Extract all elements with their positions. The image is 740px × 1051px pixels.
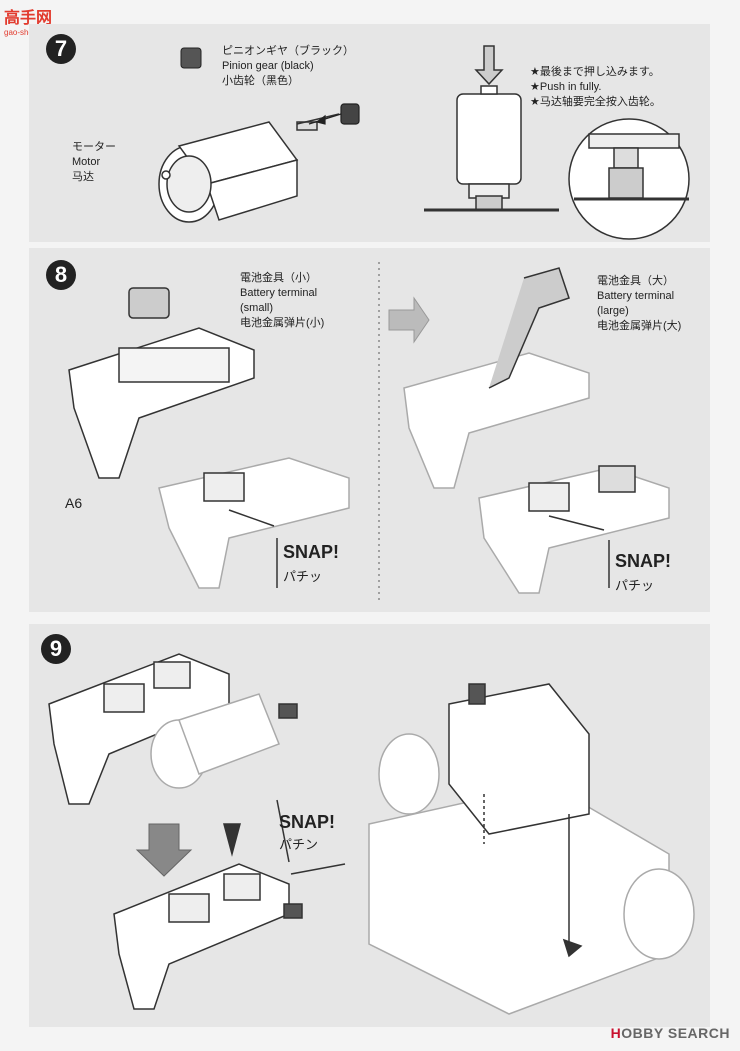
snap-sub-right: パチッ xyxy=(615,578,655,593)
assembly-top xyxy=(48,653,298,805)
step-9-panel: 9 xyxy=(29,624,710,1027)
battery-terminal-large-en1: Battery terminal xyxy=(597,290,675,302)
watermark-brand: 高手网 xyxy=(4,10,53,27)
motor-label-en: Motor xyxy=(72,156,101,168)
chassis-with-motor xyxy=(368,683,695,1015)
pinion-label-jp: ピニオンギヤ（ブラック） xyxy=(222,45,354,57)
pinion-label-en: Pinion gear (black) xyxy=(222,60,314,72)
snap-label-right: SNAP! xyxy=(615,551,672,571)
step-7-panel: 7 xyxy=(29,24,710,242)
chassis-left-top xyxy=(68,287,255,479)
battery-terminal-large-cn: 电池金属弹片(大) xyxy=(597,320,682,332)
battery-terminal-small-en2: (small) xyxy=(240,302,273,314)
battery-terminal-small-jp: 電池金具（小） xyxy=(240,272,317,284)
snap-sub-step9: パチン xyxy=(279,837,319,852)
push-in-diagram xyxy=(424,45,559,212)
battery-terminal-large-en2: (large) xyxy=(597,305,629,317)
hobbysearch-logo: HOBBY SEARCH xyxy=(611,1025,730,1041)
snap-label-left: SNAP! xyxy=(283,542,340,562)
snap-label-step9: SNAP! xyxy=(279,812,336,832)
snap-sub-left: パチッ xyxy=(283,569,323,584)
logo-text: OBBY SEARCH xyxy=(621,1025,730,1041)
chassis-left-bottom xyxy=(158,457,350,589)
step-number-8: 8 xyxy=(46,260,76,290)
pinion-gear-drawing xyxy=(308,103,360,125)
logo-mark: H xyxy=(610,1025,622,1041)
battery-terminal-small-cn: 电池金属弹片(小) xyxy=(240,317,325,329)
assembly-bottom xyxy=(113,823,303,1010)
step-number-7: 7 xyxy=(46,34,76,64)
note-cn: ★马达轴要完全按入齿轮。 xyxy=(530,96,661,108)
pinion-label-cn: 小齿轮（黑色） xyxy=(222,75,299,87)
battery-terminal-small-en1: Battery terminal xyxy=(240,287,318,299)
step-9-illustration xyxy=(48,653,695,1015)
note-en: ★Push in fully. xyxy=(530,81,602,93)
step-8-illustration xyxy=(68,262,670,604)
note-jp: ★最後まで押し込みます。 xyxy=(530,66,660,78)
detail-circle xyxy=(568,118,690,240)
motor-label-jp: モーター xyxy=(72,141,116,153)
pinion-gear-sample-drawing xyxy=(180,47,202,69)
step-7-illustration xyxy=(158,45,690,240)
step-8-panel: 8 電池金具（小） xyxy=(29,248,710,612)
step-number-9: 9 xyxy=(41,634,71,664)
chassis-right-bottom xyxy=(478,465,670,594)
chassis-right-top xyxy=(403,267,590,489)
motor-label-cn: 马达 xyxy=(72,171,94,183)
direction-arrow xyxy=(388,296,430,344)
part-label-a6: A6 xyxy=(65,495,83,511)
battery-terminal-large-jp: 電池金具（大） xyxy=(597,275,674,287)
down-arrow xyxy=(135,823,193,877)
motor-drawing xyxy=(158,113,340,223)
